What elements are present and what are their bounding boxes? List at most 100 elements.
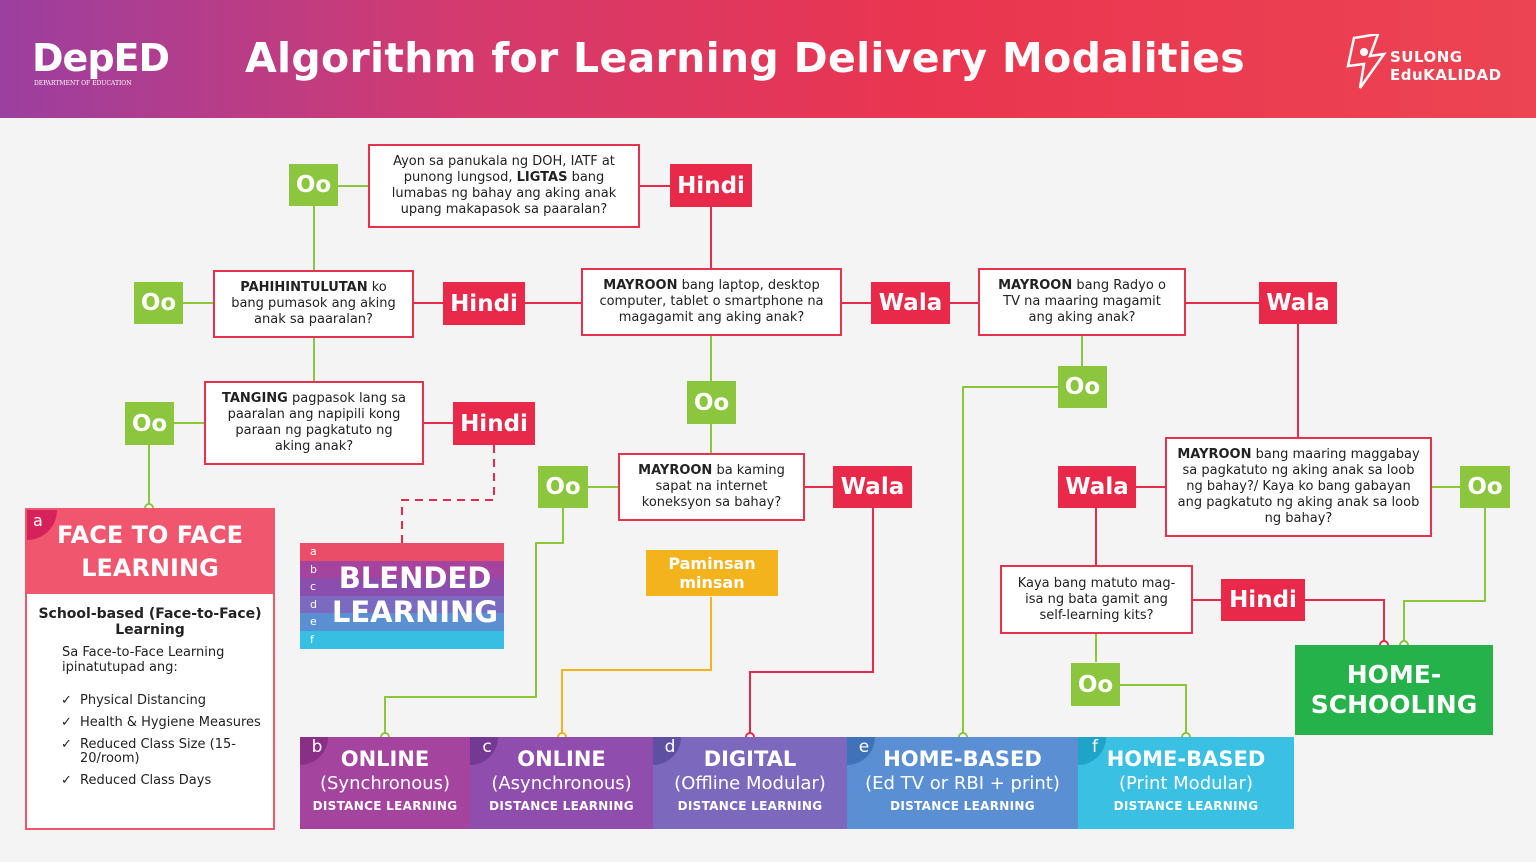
header-banner: DepED DEPARTMENT OF EDUCATION Algorithm … bbox=[0, 0, 1536, 118]
list-item: ✓ Physical Distancing bbox=[61, 694, 271, 708]
yes-label-self-learning: Oo bbox=[1071, 663, 1120, 706]
q8-text: Kaya bang matuto mag-isa ng bata gamit a… bbox=[1017, 575, 1176, 623]
q1-text-post: bang lumabas ng bahay ang aking anak upa… bbox=[391, 170, 617, 217]
deped-logo: DepED bbox=[32, 36, 170, 80]
modality-subtitle: (Offline Modular) bbox=[674, 773, 826, 794]
modality-online-asynchronous: c ONLINE (Asynchronous) DISTANCE LEARNIN… bbox=[470, 737, 653, 829]
yes-label-safe: Oo bbox=[289, 164, 338, 206]
q3-text-post: pagpasok lang sa paaralan ang napipili k… bbox=[227, 391, 406, 454]
blended-stripe-c: c bbox=[300, 578, 504, 596]
face-to-face-note: Sa Face-to-Face Learning ipinatutupad an… bbox=[62, 645, 225, 675]
modality-title: ONLINE bbox=[340, 747, 430, 771]
sometimes-label: Paminsan minsan bbox=[646, 550, 778, 596]
yes-label-allow: Oo bbox=[134, 282, 183, 324]
modality-home-based-tv: e HOME-BASED (Ed TV or RBI + print) DIST… bbox=[847, 737, 1078, 829]
no-label-safe: Hindi bbox=[670, 164, 752, 207]
q7-text-bold: MAYROON bbox=[1177, 447, 1252, 462]
stripe-letter: e bbox=[310, 615, 317, 629]
yes-label-internet: Oo bbox=[538, 466, 588, 508]
modality-digital-offline: d DIGITAL (Offline Modular) DISTANCE LEA… bbox=[653, 737, 847, 829]
list-item: ✓ Reduced Class Size (15-20/room) bbox=[61, 738, 271, 766]
face-to-face-title: FACE TO FACE LEARNING bbox=[27, 510, 273, 594]
question-self-learning-kits: Kaya bang matuto mag-isa ng bata gamit a… bbox=[1000, 565, 1193, 634]
none-label-internet: Wala bbox=[833, 466, 912, 508]
face-to-face-measures-list: ✓ Physical Distancing ✓ Health & Hygiene M… bbox=[61, 694, 271, 796]
blended-stripe-a: a bbox=[300, 543, 504, 561]
modality-title: DIGITAL bbox=[703, 747, 797, 771]
measure-text: Reduced Class Size (15-20/room) bbox=[80, 737, 236, 766]
list-item: ✓ Reduced Class Days bbox=[61, 774, 271, 788]
modality-letter-f: f bbox=[1078, 737, 1106, 765]
measure-text: Reduced Class Days bbox=[80, 773, 212, 788]
list-item: ✓ Health & Hygiene Measures bbox=[61, 716, 271, 730]
blended-learning-card: a b c d e f BLENDED LEARNING bbox=[300, 543, 504, 649]
measure-text: Health & Hygiene Measures bbox=[80, 715, 261, 730]
modality-subtitle: (Synchronous) bbox=[319, 773, 451, 794]
question-has-internet: MAYROON ba kaming sapat na internet kone… bbox=[618, 453, 805, 521]
blended-stripe-e: e bbox=[300, 613, 504, 631]
q7-text-post: bang maaring maggabay sa pagkatuto ng ak… bbox=[1177, 447, 1420, 526]
question-has-home-guide: MAYROON bang maaring maggabay sa pagkatu… bbox=[1165, 437, 1432, 537]
modality-subtitle: (Print Modular) bbox=[1119, 773, 1253, 794]
modality-tag: DISTANCE LEARNING bbox=[677, 799, 823, 813]
question-safe-to-go-out: Ayon sa panukala ng DOH, IATF at punong … bbox=[368, 144, 640, 228]
question-has-device: MAYROON bang laptop, desktop computer, t… bbox=[581, 268, 842, 336]
modality-online-synchronous: b ONLINE (Synchronous) DISTANCE LEARNING bbox=[300, 737, 470, 829]
modality-tag: DISTANCE LEARNING bbox=[312, 799, 458, 813]
checkmark-icon: ✓ bbox=[61, 715, 72, 730]
q4-text-bold: MAYROON bbox=[603, 278, 678, 293]
none-label-home-guide: Wala bbox=[1058, 466, 1136, 508]
page-title: Algorithm for Learning Delivery Modaliti… bbox=[245, 34, 1245, 82]
modality-subtitle: (Ed TV or RBI + print) bbox=[865, 773, 1060, 794]
modality-title: HOME-BASED bbox=[883, 747, 1042, 771]
q5-text-post: ba kaming sapat na internet koneksyon sa… bbox=[641, 463, 785, 510]
q2-text-bold: PAHIHINTULUTAN bbox=[240, 280, 368, 295]
question-has-radio-tv: MAYROON bang Radyo o TV na maaring magam… bbox=[978, 268, 1186, 336]
q6-text-post: bang Radyo o TV na maaring magamit ang a… bbox=[1003, 278, 1166, 325]
modality-title: HOME-BASED bbox=[1106, 747, 1266, 771]
checkmark-icon: ✓ bbox=[61, 693, 72, 708]
stripe-letter: a bbox=[310, 545, 317, 558]
yes-label-home-guide: Oo bbox=[1460, 466, 1510, 508]
no-label-self-learning: Hindi bbox=[1221, 579, 1305, 621]
no-label-allow: Hindi bbox=[443, 282, 525, 325]
q5-text-bold: MAYROON bbox=[638, 463, 713, 478]
modality-tag: DISTANCE LEARNING bbox=[1113, 799, 1259, 813]
sulong-line1: SULONG bbox=[1390, 48, 1463, 66]
yes-label-only-f2f: Oo bbox=[125, 402, 174, 445]
sulong-line2: EduKALIDAD bbox=[1390, 66, 1502, 84]
none-label-radio-tv: Wala bbox=[1259, 282, 1337, 324]
none-label-device: Wala bbox=[871, 282, 950, 324]
blended-stripe-d: d bbox=[300, 595, 504, 614]
q1-text-bold: LIGTAS bbox=[516, 170, 568, 185]
sulong-edukalidad-text: SULONG EduKALIDAD bbox=[1390, 48, 1502, 84]
homeschooling-card: HOME-SCHOOLING bbox=[1295, 645, 1493, 735]
measure-text: Physical Distancing bbox=[80, 693, 206, 708]
modality-home-based-print: f HOME-BASED (Print Modular) DISTANCE LE… bbox=[1078, 737, 1294, 829]
stripe-letter: b bbox=[310, 562, 317, 576]
modality-tag: DISTANCE LEARNING bbox=[489, 799, 634, 813]
yes-label-radio-tv: Oo bbox=[1058, 366, 1107, 408]
q3-text-bold: TANGING bbox=[221, 391, 288, 406]
deped-logo-subtitle: DEPARTMENT OF EDUCATION bbox=[34, 80, 132, 87]
stripe-letter: d bbox=[310, 597, 317, 611]
stripe-letter: f bbox=[310, 633, 314, 646]
blended-learning-title: BLENDED LEARNING bbox=[331, 561, 499, 629]
checkmark-icon: ✓ bbox=[61, 773, 72, 788]
face-to-face-subtitle: School-based (Face-to-Face) Learning bbox=[38, 606, 262, 638]
modality-title: ONLINE bbox=[517, 747, 606, 771]
checkmark-icon: ✓ bbox=[61, 737, 72, 752]
yes-label-device: Oo bbox=[687, 381, 736, 424]
question-only-face-to-face: TANGING pagpasok lang sa paaralan ang na… bbox=[204, 381, 424, 465]
q6-text-bold: MAYROON bbox=[998, 278, 1073, 293]
modality-tag: DISTANCE LEARNING bbox=[890, 799, 1035, 813]
stripe-letter: c bbox=[310, 580, 317, 594]
question-allow-school-attendance: PAHIHINTULUTAN ko bang pumasok ang aking… bbox=[213, 270, 414, 338]
face-to-face-learning-card: FACE TO FACE LEARNING a School-based (Fa… bbox=[25, 508, 275, 830]
q1-text-pre: Ayon sa panukala ng DOH, IATF at punong … bbox=[393, 154, 615, 185]
q2-text-post: ko bang pumasok ang aking anak sa paaral… bbox=[231, 280, 396, 327]
blended-stripe-b: b bbox=[300, 560, 504, 579]
modality-subtitle: (Asynchronous) bbox=[491, 773, 632, 794]
no-label-only-f2f: Hindi bbox=[453, 402, 535, 445]
sulong-logo-icon bbox=[1346, 34, 1387, 89]
